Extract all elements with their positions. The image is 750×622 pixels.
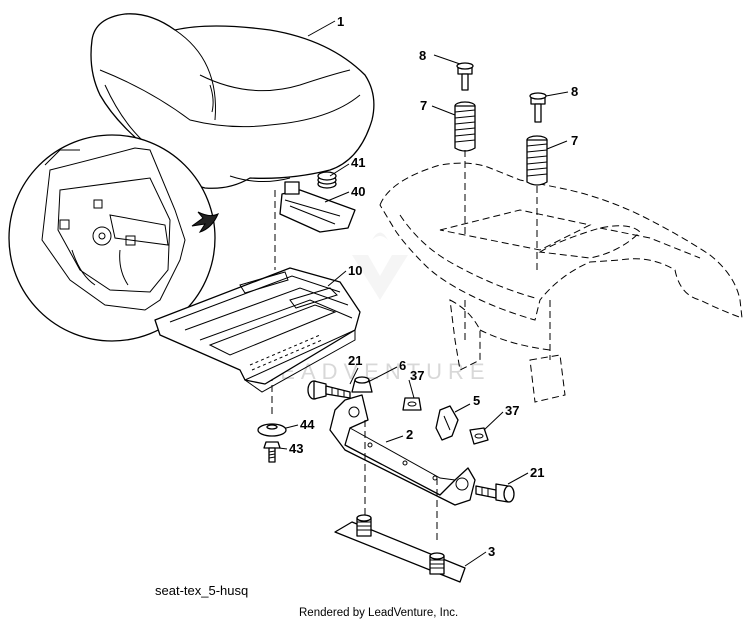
callout-37-left: 37 [410, 368, 424, 383]
nut-37-left [402, 397, 422, 411]
spring-left [454, 101, 476, 152]
washer [257, 423, 287, 437]
callout-6: 6 [399, 358, 406, 373]
callout-44: 44 [300, 417, 315, 432]
callout-8-left: 8 [419, 48, 426, 63]
bolt-left [456, 62, 474, 91]
spring-right [526, 135, 548, 186]
callout-1: 1 [337, 14, 344, 29]
arrow-icon [191, 211, 219, 233]
bracket [329, 394, 476, 506]
bolt-21-left [307, 380, 351, 400]
watermark-logo [352, 232, 408, 300]
callout-40: 40 [351, 184, 365, 199]
callout-21-left: 21 [348, 353, 362, 368]
callout-21-right: 21 [530, 465, 544, 480]
clip [435, 405, 459, 441]
callout-7-left: 7 [420, 98, 427, 113]
seat-pan [154, 267, 361, 393]
callout-5: 5 [473, 393, 480, 408]
bolt-21-right [475, 483, 515, 503]
fender [379, 162, 743, 403]
diagram-caption: seat-tex_5-husq [155, 583, 248, 598]
nut-37-right [469, 427, 489, 445]
callout-37-right: 37 [505, 403, 519, 418]
bolt-right [529, 92, 547, 123]
spring-small [317, 171, 337, 189]
plate [334, 514, 466, 583]
callout-3: 3 [488, 544, 495, 559]
callout-2: 2 [406, 427, 413, 442]
bolt-43 [263, 441, 281, 463]
callout-41: 41 [351, 155, 365, 170]
seat-switch [279, 181, 356, 233]
credit-text: Rendered by LeadVenture, Inc. [299, 607, 458, 619]
nut-6 [351, 376, 373, 393]
detail-inset [8, 134, 216, 342]
callout-43: 43 [289, 441, 303, 456]
callout-8-right: 8 [571, 84, 578, 99]
callout-10: 10 [348, 263, 362, 278]
callout-7-right: 7 [571, 133, 578, 148]
